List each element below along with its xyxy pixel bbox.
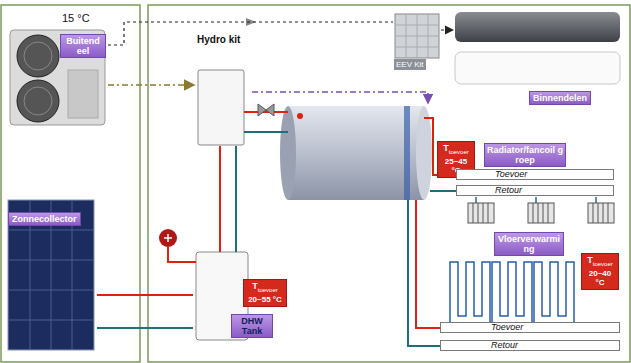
solar-collector: Zonnecollector	[5, 198, 97, 352]
tap-symbol	[159, 229, 177, 247]
node-text: DHW Tank	[231, 314, 273, 338]
valve-symbol	[258, 104, 274, 116]
manifold-bar: Toevoer	[456, 169, 614, 180]
node-text: Binnendelen	[529, 91, 591, 105]
temperature-box: Ttoevoer 20~55 °C	[243, 279, 287, 307]
pipe-connector	[97, 294, 193, 296]
buffer-tank	[280, 106, 432, 200]
panel-outline	[148, 5, 630, 362]
node-text: Toevoer	[495, 170, 613, 179]
pipe-connector	[108, 84, 194, 86]
hydro-kit: Hydro kit	[194, 34, 252, 146]
node-text: T	[443, 143, 449, 153]
node-text: Retour	[479, 341, 619, 350]
radiator-symbol	[468, 197, 614, 223]
pipework	[168, 112, 456, 346]
node-text: EEV Kit	[394, 59, 426, 70]
outdoor-unit	[10, 30, 105, 125]
node-text: Zonnecollector	[8, 212, 81, 226]
node-text: 20~55 °C	[246, 295, 284, 304]
node-text: Buitendeel	[60, 34, 106, 58]
outdoor-unit: Buitendeel	[8, 28, 108, 126]
node-text: T	[252, 281, 258, 291]
hydro-kit-unit	[198, 70, 244, 145]
wall-unit	[455, 52, 620, 84]
node-text: toevoer	[449, 149, 469, 155]
wall-unit	[455, 12, 620, 42]
solar-collector	[8, 200, 94, 350]
node-text: T	[587, 255, 593, 265]
node-text: Retour	[495, 186, 613, 195]
pipe-connector	[97, 327, 193, 329]
temperature-box: Ttoevoer 20~40 °C	[581, 253, 619, 290]
pipe-connector	[108, 22, 393, 45]
manifold-bar: Retour	[456, 185, 614, 196]
group-label: Vloerverwarming	[494, 232, 564, 256]
node-text: toevoer	[593, 261, 613, 267]
manifold-bar: Toevoer	[440, 322, 620, 333]
node-text: Vloerverwarming	[497, 234, 561, 254]
node-text: 20~40 °C	[584, 269, 616, 287]
node-text: Radiator/fancoil groep	[487, 145, 563, 165]
panel-outline	[1, 5, 140, 362]
floor-loop	[450, 262, 574, 322]
group-label: Radiator/fancoil groep	[484, 143, 566, 167]
tap-symbol	[164, 234, 172, 242]
node-text: toevoer	[258, 287, 278, 293]
pipe-connector	[441, 29, 453, 30]
control-line	[252, 92, 428, 103]
indoor-units: Binnendelen	[453, 8, 625, 108]
eev-kit	[395, 14, 439, 58]
manifold-bar: Retour	[440, 340, 620, 351]
node-text: Hydro kit	[196, 34, 241, 45]
temperature-label: 15 °C	[62, 12, 90, 24]
node-text: Toevoer	[479, 323, 619, 332]
eev-kit: EEV Kit	[393, 12, 441, 72]
